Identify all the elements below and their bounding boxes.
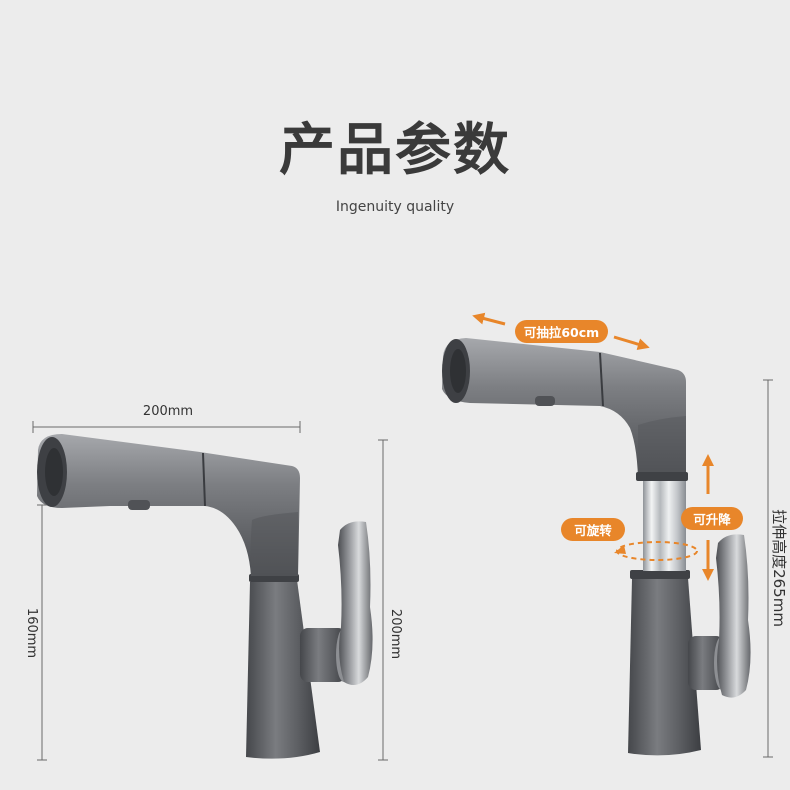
right-faucet-lever [716,534,751,698]
left-faucet-spray-button [128,500,150,510]
left-faucet-aerator [45,448,63,496]
width-dimension-label: 200mm [142,404,194,419]
total-height-dimension-label: 200mm [388,608,403,660]
extended-height-dimension-label: 拉伸高度265mm [770,509,788,627]
lift-badge: 可升降 [681,507,743,530]
spout-height-dimension-label: 160mm [24,607,39,659]
right-faucet-base [628,578,701,756]
right-faucet-spray-button [535,396,555,406]
extended-height-dimension [763,379,773,758]
right-faucet [442,338,751,756]
width-dimension [32,421,301,433]
right-faucet-neck-collar [636,472,688,481]
feature-arrows [472,312,714,581]
pull-arrow-left [472,312,506,326]
page-title: 产品参数 [279,118,511,183]
right-faucet-handle-connector [688,636,724,690]
left-faucet-head-seam [202,452,206,507]
total-height-dimension [378,439,388,761]
left-faucet-base [246,580,320,759]
left-faucet-neck-shade [250,512,298,576]
right-faucet-spout [442,338,686,478]
right-faucet-base-ring [630,570,690,579]
left-faucet [37,434,373,759]
left-faucet-spout [37,434,300,576]
dimension-lines [32,379,773,761]
pull-out-badge: 可抽拉60cm [515,320,608,343]
rotate-badge: 可旋转 [561,518,625,541]
left-faucet-lever [338,521,373,686]
right-faucet-neck-shade [638,416,686,478]
left-faucet-handle-connector [300,628,346,682]
right-faucet-head-seam [599,352,604,407]
pull-arrow-right [613,335,650,351]
spout-height-dimension [37,504,47,761]
right-faucet-pull-out-pipe [643,480,686,571]
page-subtitle: Ingenuity quality [335,199,455,215]
rotate-arrow-head [614,545,626,554]
right-faucet-aerator [450,349,466,393]
